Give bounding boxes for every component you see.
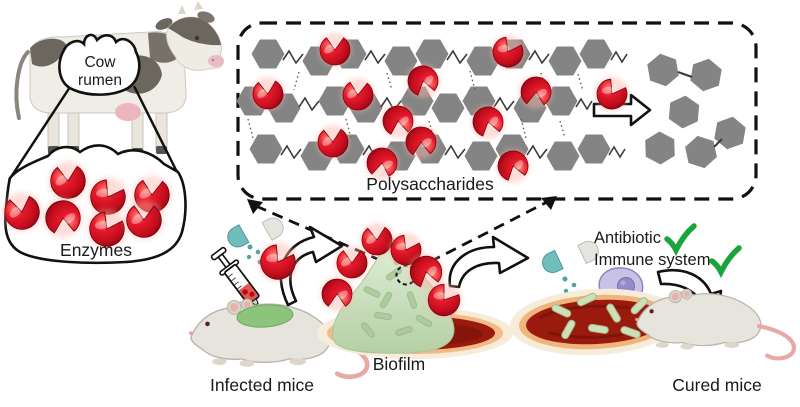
glycosidic-bond: [444, 144, 466, 160]
polysaccharide-box: Polysaccharides: [236, 21, 758, 201]
biofilm-removal-arrow-icon: [448, 235, 530, 289]
glycosidic-bond: [528, 49, 550, 65]
callout-arrowhead-right: [541, 196, 557, 210]
infected-mice-label: Infected mice: [210, 375, 314, 395]
sugar-hexagon-icon: [644, 131, 676, 165]
sugar-hexagon-icon: [464, 141, 498, 171]
biofilm-label: Biofilm: [373, 354, 426, 374]
syringe-icon: [210, 246, 268, 318]
sugar-hexagon-icon: [579, 39, 613, 69]
checkmark-icon: [712, 248, 739, 272]
hydrogen-bond: [386, 72, 393, 91]
bacteria-rod: [587, 323, 609, 334]
hydrogen-bond: [247, 118, 254, 139]
glycosidic-bond: [446, 49, 468, 65]
bacteria-rod: [576, 292, 597, 307]
bacteria-rod: [551, 304, 572, 318]
sugar-hexagon-icon: [249, 134, 283, 164]
hydrogen-bond: [293, 71, 300, 91]
bacteria-rod: [363, 286, 381, 298]
sugar-hexagon-icon: [577, 134, 611, 164]
glycosidic-bond: [280, 144, 302, 160]
sugar-hexagon-icon: [548, 46, 582, 76]
sugar-hexagon-icon: [415, 39, 449, 69]
bacteria-rod: [406, 291, 418, 309]
checkmark-icon: [667, 226, 694, 250]
chain-tail-bond: [575, 97, 593, 111]
capsule-pill-icon: [227, 217, 284, 265]
hydrogen-bond: [559, 120, 566, 139]
hydrogen-bond: [520, 118, 527, 139]
capsule-pill-2-icon: [542, 241, 599, 294]
sugar-hexagon-icon: [688, 56, 724, 94]
cow-rumen-label-line2: rumen: [78, 72, 122, 89]
bacteria-rod: [379, 291, 393, 309]
bacteria-rod: [561, 319, 576, 340]
bacteria-rod: [620, 326, 641, 339]
glycosidic-bond: [677, 71, 693, 78]
callout-arrowhead-left: [247, 199, 263, 214]
glycosidic-bond: [298, 96, 320, 112]
glycosidic-bond: [713, 138, 723, 148]
sugar-hexagon-icon: [683, 132, 719, 172]
sugar-hexagon-icon: [668, 94, 700, 130]
cow-rumen-label-line1: Cow: [84, 54, 116, 71]
cow-rumen-callout: Cow rumen: [58, 33, 141, 96]
glycosidic-bond: [526, 144, 548, 160]
bacteria-rod: [395, 325, 413, 337]
bacteria-rod: [361, 322, 375, 338]
glycosidic-bond: [282, 49, 304, 65]
degradation-arrow-icon: [592, 93, 652, 127]
sugar-hexagon-icon: [546, 141, 580, 171]
biofilm-wound: [317, 237, 513, 359]
enzyme-sac: Enzymes: [0, 144, 187, 265]
bacteria-rod: [374, 311, 392, 321]
exposed-wound: [510, 288, 682, 356]
immune-system-label: Immune system: [594, 251, 710, 269]
bacteria-rod: [606, 303, 621, 323]
sugar-hexagon-icon: [431, 93, 465, 123]
antibiotic-label: Antibiotic: [594, 229, 661, 247]
chain-tail-bond: [608, 145, 626, 159]
glycosidic-bond: [493, 96, 515, 112]
magnifier-funnel-lines: [7, 83, 179, 181]
chain-tail-bond: [610, 50, 628, 64]
sugar-hexagon-icon: [712, 114, 748, 152]
hydrogen-bond: [577, 73, 584, 92]
infected-mouse: [189, 299, 367, 377]
enzymes-label: Enzymes: [60, 240, 132, 260]
sugar-hexagon-icon: [251, 39, 285, 69]
hydrogen-bond: [469, 70, 476, 91]
cured-mice-label: Cured mice: [672, 375, 761, 395]
bacteria-rod: [415, 314, 433, 328]
glycosidic-bond: [364, 49, 386, 65]
infection-patch: [236, 304, 294, 328]
hydrogen-bond: [345, 118, 352, 139]
polysaccharides-label: Polysaccharides: [366, 174, 494, 194]
sugar-hexagon-icon: [645, 51, 681, 89]
